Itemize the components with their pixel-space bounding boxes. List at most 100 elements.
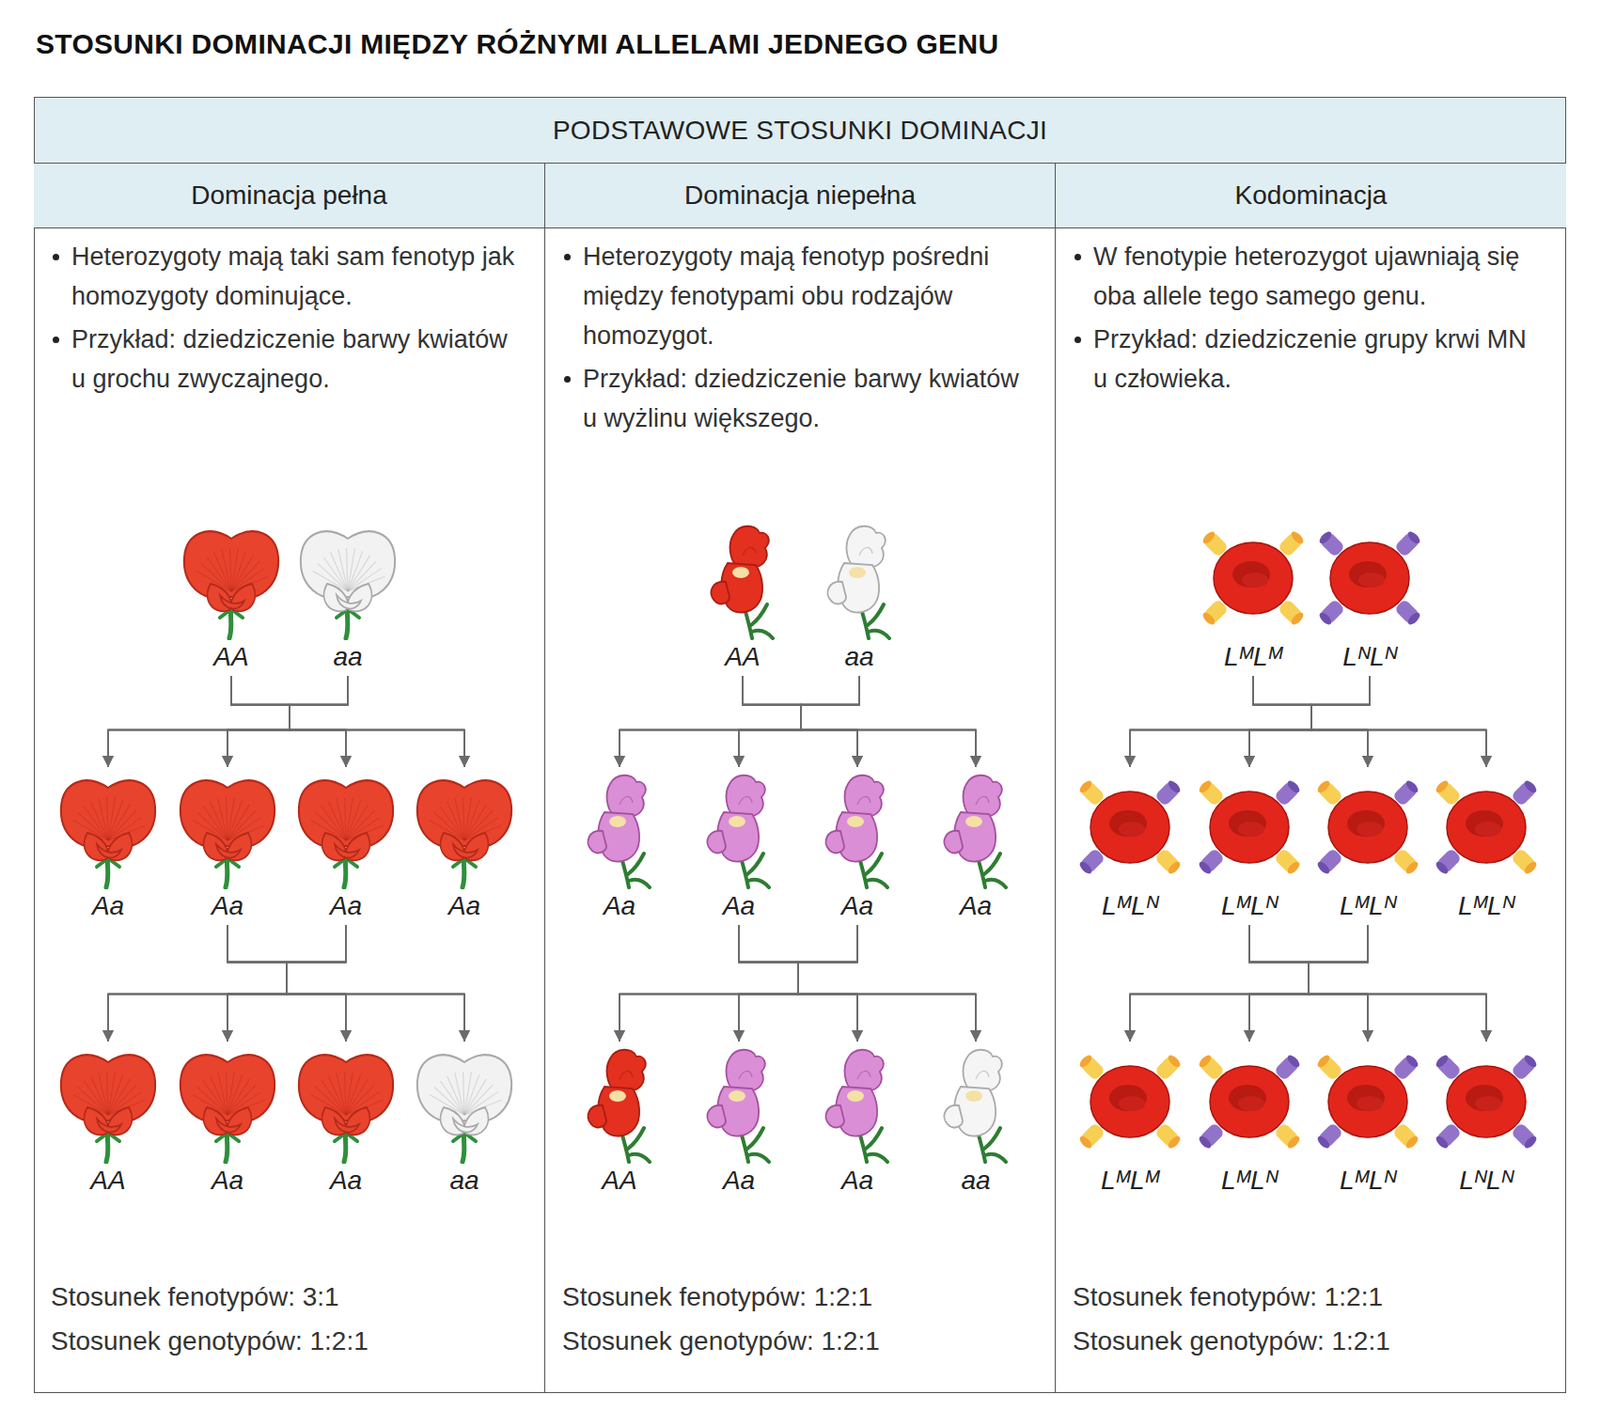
cross-arrow	[108, 675, 290, 768]
blood-cell-illustration	[1071, 1041, 1189, 1164]
genotype-label: LᴹLᴺ	[1067, 889, 1193, 924]
bullet-item: Przykład: dziedziczenie grupy krwi MN u …	[1093, 319, 1546, 399]
flower: Aa	[676, 767, 801, 924]
blood-cell: LᴹLᴹ	[1067, 1041, 1193, 1198]
bullet-dot	[564, 253, 571, 261]
cross-arrow	[227, 675, 348, 768]
cross-arrow	[738, 925, 976, 1042]
blood-cell-illustration	[1191, 1041, 1308, 1164]
genotype-label: Aa	[795, 889, 920, 924]
bullet-dot	[564, 376, 571, 383]
genotype-label: AA	[169, 640, 294, 675]
flower: AA	[680, 517, 805, 675]
blood-cell: LᴹLᴺ	[1187, 1041, 1312, 1198]
flower: AA	[46, 1041, 171, 1198]
column-heading: Dominacja pełna	[190, 180, 388, 211]
genotype-label: Aa	[283, 889, 408, 924]
genotype-label: AA	[46, 1163, 171, 1198]
flower: Aa	[165, 1041, 290, 1198]
flower: aa	[797, 517, 922, 675]
flower-illustration	[406, 767, 523, 890]
cross-arrow	[286, 925, 346, 1042]
column-heading-band: Dominacja pełna	[33, 163, 545, 229]
cross-arrow	[1308, 925, 1368, 1042]
cross-arrow	[227, 675, 290, 768]
flower: AA	[169, 517, 294, 675]
column-panel: Dominacja pełnaHeterozygoty mają taki sa…	[33, 163, 545, 1394]
ratio-text: Stosunek genotypów: 1:2:1	[1072, 1318, 1391, 1364]
blood-cell-illustration	[1309, 767, 1427, 890]
ratio-text: Stosunek genotypów: 1:2:1	[562, 1318, 880, 1364]
cross-arrow	[1249, 925, 1487, 1042]
flower: aa	[285, 517, 410, 675]
genotype-label: LᴹLᴺ	[1187, 889, 1312, 924]
flower: aa	[402, 1041, 527, 1198]
genotype-label: LᴹLᴺ	[1305, 1163, 1430, 1198]
flower: Aa	[165, 767, 290, 924]
bullet-list: Heterozygoty mają fenotyp pośredni międz…	[545, 236, 1055, 442]
cross-arrow	[619, 925, 799, 1042]
column-heading: Dominacja niepełna	[684, 180, 916, 211]
genotype-label: Aa	[676, 1163, 801, 1198]
flower-illustration	[561, 767, 678, 890]
cross-arrow	[619, 925, 858, 1042]
flower-illustration	[800, 517, 918, 641]
blood-cell: LᴹLᴺ	[1424, 767, 1549, 924]
flower-illustration	[680, 767, 798, 890]
blood-cell: LᴺLᴺ	[1307, 517, 1432, 675]
flower-illustration	[287, 767, 405, 890]
column-heading: Kodominacja	[1235, 180, 1388, 211]
blood-cell-illustration	[1309, 1041, 1427, 1164]
flower: Aa	[795, 1041, 920, 1198]
blood-cell: LᴹLᴺ	[1067, 767, 1193, 924]
bullet-item: Przykład: dziedziczenie barwy kwiatów u …	[582, 359, 1035, 439]
bullet-text: Heterozygoty mają fenotyp pośredni międz…	[582, 236, 1035, 356]
flower-illustration	[917, 767, 1035, 890]
genotype-label: LᴹLᴹ	[1191, 640, 1316, 675]
cross-arrow	[1311, 675, 1370, 768]
flower: Aa	[283, 1041, 408, 1198]
bullet-dot	[1074, 253, 1082, 261]
flower-illustration	[917, 1041, 1035, 1164]
cross-arrow	[227, 925, 465, 1042]
genotype-label: Aa	[676, 889, 801, 924]
bullet-text: Przykład: dziedziczenie barwy kwiatów u …	[71, 319, 524, 399]
genotype-label: aa	[402, 1163, 527, 1198]
genotype-label: Aa	[795, 1163, 920, 1198]
ratio-text: Stosunek genotypów: 1:2:1	[50, 1318, 369, 1364]
flower: Aa	[676, 1041, 801, 1198]
flower-illustration	[287, 1041, 405, 1164]
blood-cell: LᴹLᴺ	[1305, 1041, 1430, 1198]
blood-cell-illustration	[1427, 1041, 1545, 1164]
genotype-label: LᴹLᴹ	[1067, 1163, 1193, 1198]
bullet-item: Przykład: dziedziczenie barwy kwiatów u …	[71, 319, 524, 399]
cross-arrow	[1129, 675, 1312, 768]
cross-arrow	[108, 925, 346, 1042]
bullet-text: Przykład: dziedziczenie barwy kwiatów u …	[582, 359, 1035, 439]
bullet-list: W fenotypie heterozygot ujawniają się ob…	[1055, 236, 1567, 403]
header-band: PODSTAWOWE STOSUNKI DOMINACJI	[34, 97, 1566, 164]
cross-arrow	[286, 925, 465, 1042]
flower: Aa	[913, 767, 1038, 924]
blood-cell-illustration	[1071, 767, 1189, 890]
diagram-title: STOSUNKI DOMINACJI MIĘDZY RÓŻNYMI ALLELA…	[35, 28, 999, 61]
cross-arrow	[1249, 675, 1312, 768]
blood-cell: LᴹLᴹ	[1191, 517, 1316, 675]
genotype-label: Aa	[913, 889, 1038, 924]
flower: AA	[557, 1041, 682, 1198]
genotype-label: aa	[285, 640, 410, 675]
bullet-item: Heterozygoty mają fenotyp pośredni międz…	[582, 236, 1035, 356]
genotype-label: AA	[680, 640, 805, 675]
cross-arrow	[1129, 925, 1368, 1042]
blood-cell-illustration	[1194, 517, 1312, 641]
cross-arrow	[800, 675, 860, 768]
genotype-label: aa	[913, 1163, 1038, 1198]
cross-arrow	[289, 675, 348, 768]
cross-arrow	[231, 675, 465, 768]
column-heading-band: Dominacja niepełna	[545, 163, 1055, 229]
cross-arrow	[800, 675, 976, 768]
genotype-label: aa	[797, 640, 922, 675]
genotype-label: Aa	[165, 1163, 290, 1198]
genotype-label: LᴺLᴺ	[1424, 1163, 1549, 1198]
